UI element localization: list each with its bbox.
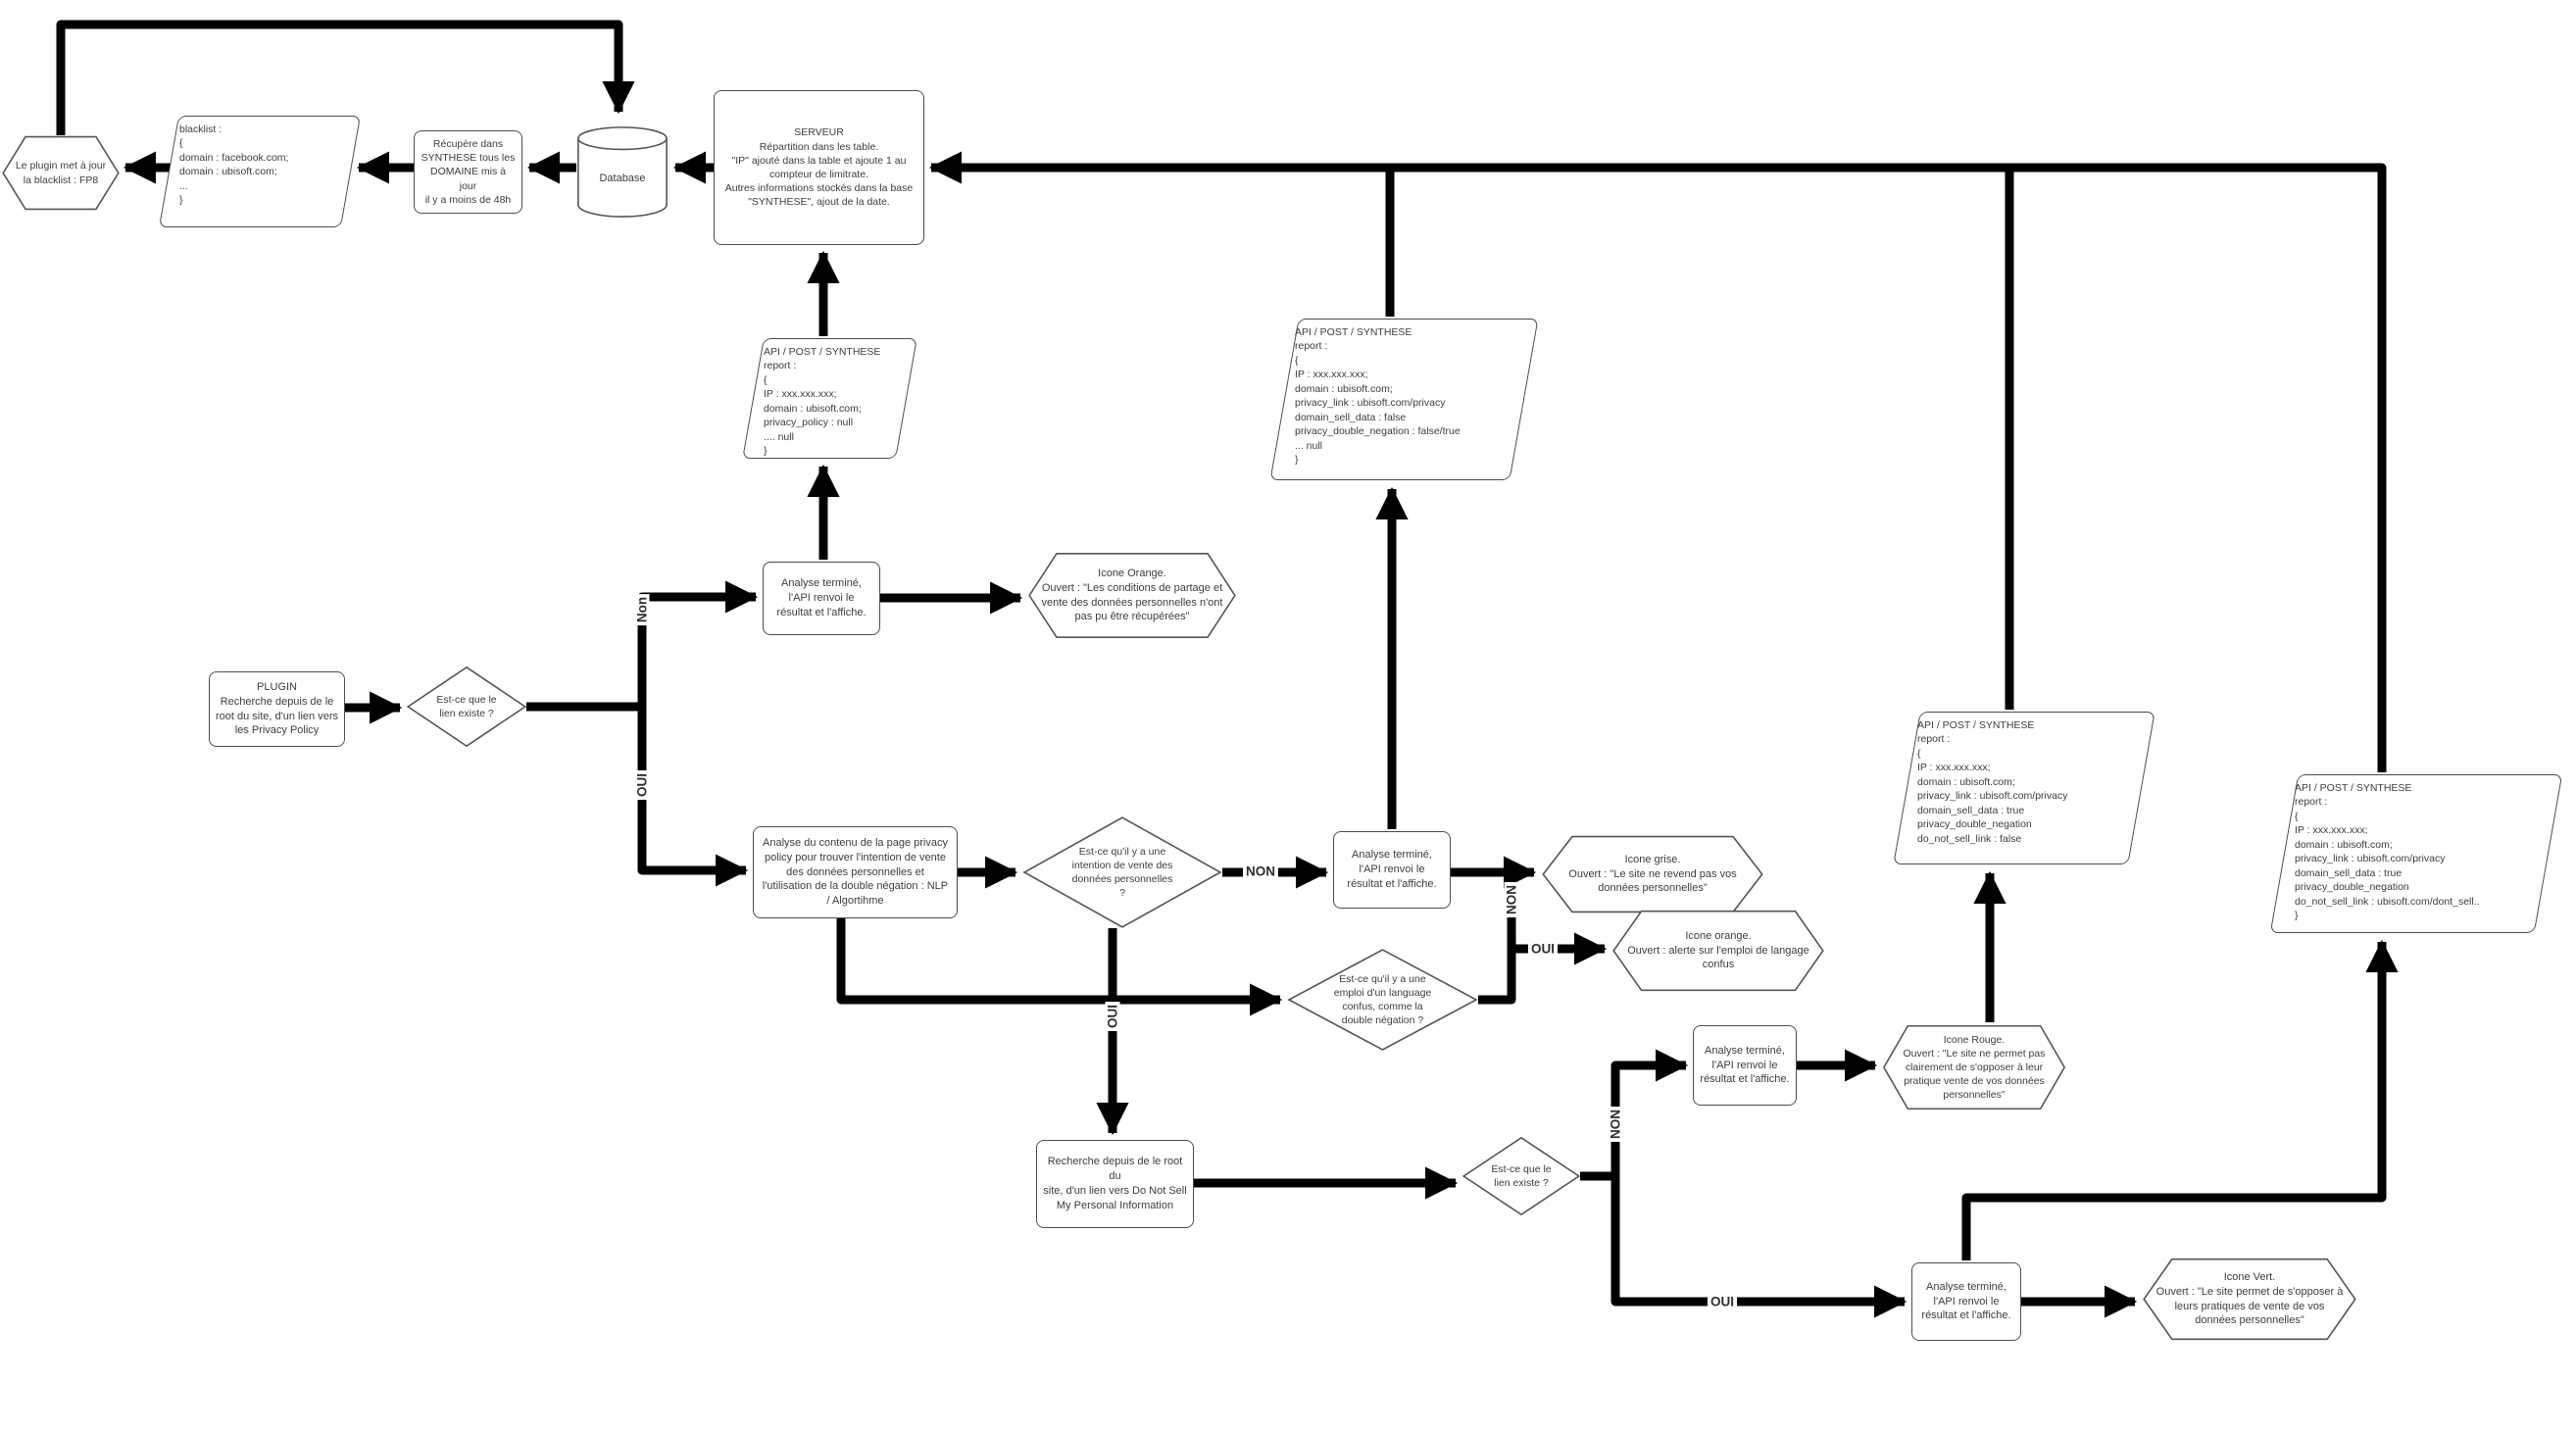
api-post-4-text: API / POST / SYNTHESE report : { IP : xx… xyxy=(2295,782,2480,922)
analyse-termine-3-box: Analyse terminé, l'API renvoi le résulta… xyxy=(1693,1025,1797,1106)
diamond-shape xyxy=(1462,1137,1580,1215)
analyse-termine-2-box: Analyse terminé, l'API renvoi le résulta… xyxy=(1333,831,1451,909)
analyse-termine-1-box: Analyse terminé, l'API renvoi le résulta… xyxy=(763,562,880,635)
icone-orange-2-label: Icone orange. Ouvert : alerte sur l'empl… xyxy=(1627,929,1809,971)
edge-label-oui-lien1: OUI xyxy=(634,769,650,801)
recupere-synthese-box: Récupère dans SYNTHESE tous les DOMAINE … xyxy=(414,130,522,214)
lien-existe-1-diamond: Est-ce que le lien existe ? xyxy=(407,666,526,747)
lien-existe-2-label: Est-ce que le lien existe ? xyxy=(1491,1162,1552,1189)
intention-vente-diamond: Est-ce qu'il y a une intention de vente … xyxy=(1022,816,1222,928)
database-cylinder: Database xyxy=(576,125,669,218)
serveur-box: SERVEUR Répartition dans les table. "IP"… xyxy=(714,90,924,245)
api-post-synthese-1-parallelogram: API / POST / SYNTHESE report : { IP : xx… xyxy=(742,338,917,459)
analyse-termine-4-label: Analyse terminé, l'API renvoi le résulta… xyxy=(1921,1280,2011,1322)
analyse-termine-1-label: Analyse terminé, l'API renvoi le résulta… xyxy=(776,577,867,618)
api-post-synthese-3-parallelogram: API / POST / SYNTHESE report : { IP : xx… xyxy=(1893,712,2155,864)
edge-label-oui-confus: OUI xyxy=(1527,941,1559,957)
icone-vert-label: Icone Vert. Ouvert : "Le site permet de … xyxy=(2155,1270,2344,1327)
icone-vert-hexagon: Icone Vert. Ouvert : "Le site permet de … xyxy=(2142,1258,2357,1341)
edge-label-non-lien2: NON xyxy=(1608,1107,1623,1142)
recupere-synthese-label: Récupère dans SYNTHESE tous les DOMAINE … xyxy=(421,138,516,206)
blacklist-data-parallelogram: blacklist : { domain : facebook.com; dom… xyxy=(158,116,362,227)
icone-grise-hexagon: Icone grise. Ouvert : "Le site ne revend… xyxy=(1541,835,1764,913)
recherche-do-not-sell-label: Recherche depuis de le root du site, d'u… xyxy=(1043,1156,1187,1211)
cylinder-shape xyxy=(576,125,669,218)
update-blacklist-label: Le plugin met à jour la blacklist : FP8 xyxy=(15,160,107,186)
edge-label-non-confus: NON xyxy=(1504,882,1519,917)
hexagon-shape xyxy=(1611,910,1825,992)
diamond-shape xyxy=(407,666,526,747)
lien-existe-1-label: Est-ce que le lien existe ? xyxy=(436,693,497,719)
api-post-synthese-2-parallelogram: API / POST / SYNTHESE report : { IP : xx… xyxy=(1269,319,1539,480)
analyse-contenu-label: Analyse du contenu de la page privacy po… xyxy=(762,836,949,908)
edge-label-non-lien1: Non xyxy=(634,593,650,626)
hexagon-shape xyxy=(1027,552,1237,639)
recherche-do-not-sell-box: Recherche depuis de le root du site, d'u… xyxy=(1036,1140,1194,1228)
database-label: Database xyxy=(599,172,646,184)
plugin-label: PLUGIN Recherche depuis de le root du si… xyxy=(216,680,339,737)
serveur-label: SERVEUR Répartition dans les table. "IP"… xyxy=(724,126,914,209)
api-post-1-text: API / POST / SYNTHESE report : { IP : xx… xyxy=(764,346,881,458)
api-post-synthese-4-parallelogram: API / POST / SYNTHESE report : { IP : xx… xyxy=(2269,774,2563,933)
language-confus-label: Est-ce qu'il y a une emploi d'un languag… xyxy=(1333,972,1432,1027)
diamond-shape xyxy=(1287,949,1478,1051)
edge-label-oui-intention: OUI xyxy=(1105,1001,1120,1032)
analyse-termine-4-box: Analyse terminé, l'API renvoi le résulta… xyxy=(1911,1262,2021,1341)
icone-orange-2-hexagon: Icone orange. Ouvert : alerte sur l'empl… xyxy=(1611,910,1825,992)
edge-label-non-intention: NON xyxy=(1243,864,1278,879)
plugin-box: PLUGIN Recherche depuis de le root du si… xyxy=(209,671,345,747)
icone-grise-label: Icone grise. Ouvert : "Le site ne revend… xyxy=(1568,853,1737,895)
analyse-termine-3-label: Analyse terminé, l'API renvoi le résulta… xyxy=(1700,1044,1790,1086)
hexagon-shape xyxy=(1882,1024,2066,1110)
icone-orange-1-hexagon: Icone Orange. Ouvert : "Les conditions d… xyxy=(1027,552,1237,639)
lien-existe-2-diamond: Est-ce que le lien existe ? xyxy=(1462,1137,1580,1215)
api-post-2-text: API / POST / SYNTHESE report : { IP : xx… xyxy=(1295,326,1461,467)
analyse-contenu-box: Analyse du contenu de la page privacy po… xyxy=(753,826,958,918)
hexagon-shape xyxy=(2142,1258,2357,1341)
icone-rouge-hexagon: Icone Rouge. Ouvert : "Le site ne permet… xyxy=(1882,1024,2066,1110)
icone-rouge-label: Icone Rouge. Ouvert : "Le site ne permet… xyxy=(1903,1033,2046,1102)
hexagon-shape xyxy=(2,135,120,211)
analyse-termine-2-label: Analyse terminé, l'API renvoi le résulta… xyxy=(1347,849,1437,890)
intention-vente-label: Est-ce qu'il y a une intention de vente … xyxy=(1071,845,1173,900)
diamond-shape xyxy=(1022,816,1222,928)
update-blacklist-hexagon: Le plugin met à jour la blacklist : FP8 xyxy=(2,135,120,211)
icone-orange-1-label: Icone Orange. Ouvert : "Les conditions d… xyxy=(1041,567,1223,623)
hexagon-shape xyxy=(1541,835,1764,913)
edge-label-oui-lien2: OUI xyxy=(1707,1294,1738,1309)
blacklist-data-text: blacklist : { domain : facebook.com; dom… xyxy=(179,123,289,207)
language-confus-diamond: Est-ce qu'il y a une emploi d'un languag… xyxy=(1287,949,1478,1051)
api-post-3-text: API / POST / SYNTHESE report : { IP : xx… xyxy=(1917,719,2068,845)
